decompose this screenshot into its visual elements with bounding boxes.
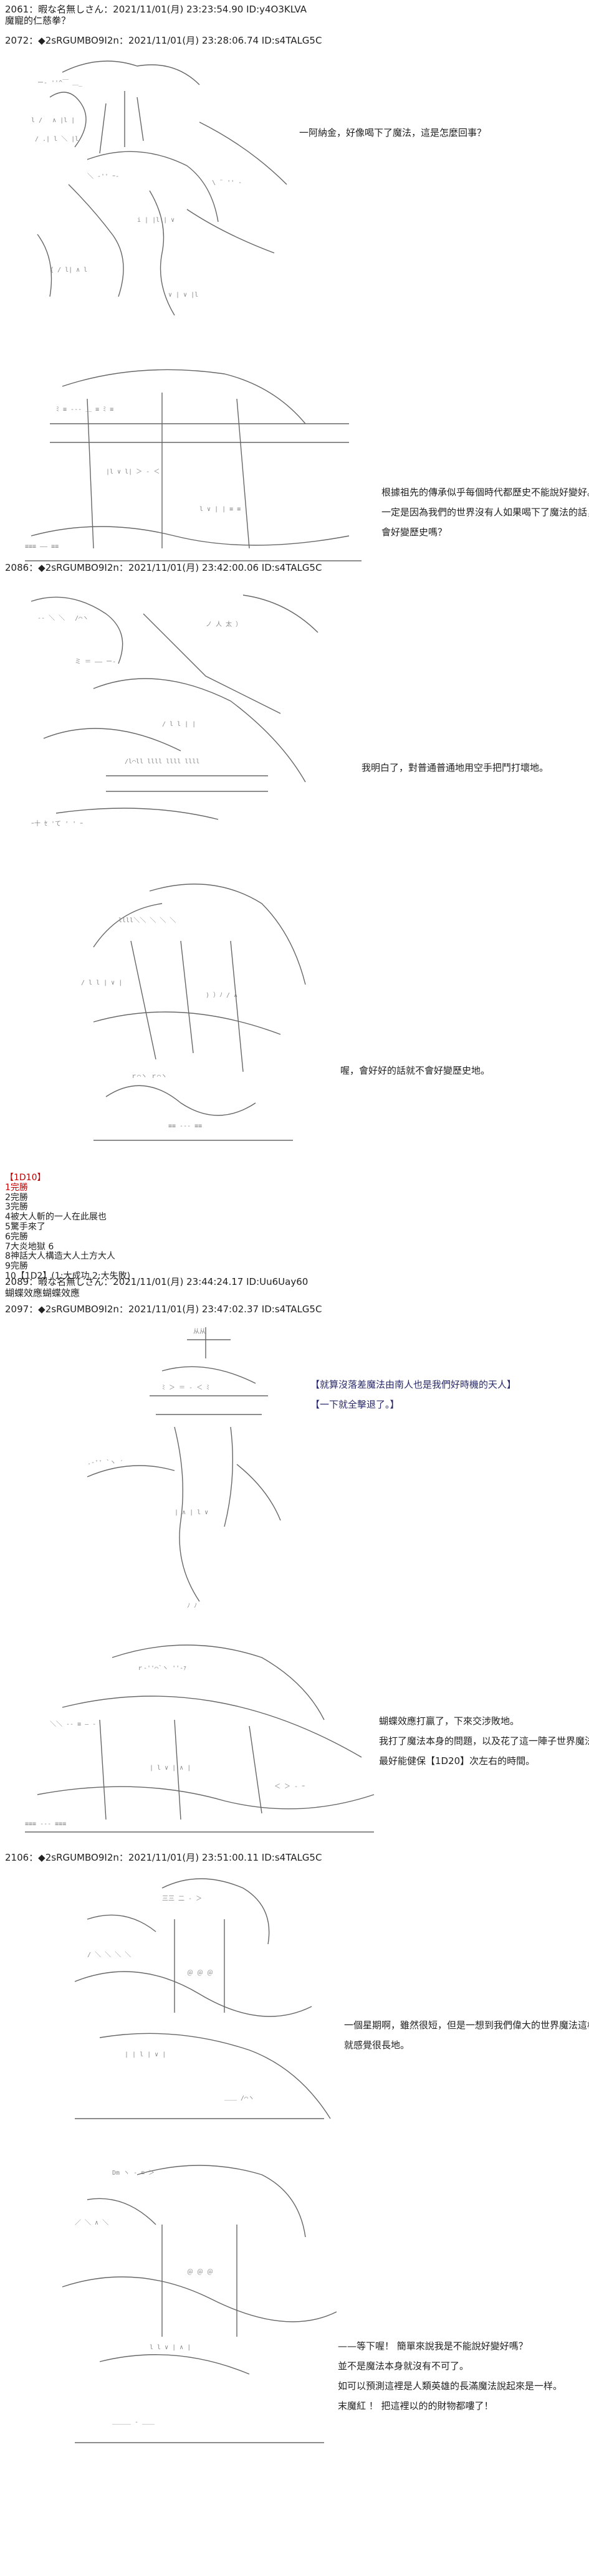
svg-text:＼＼ ‐‐ ≡ ― ‐: ＼＼ ‐‐ ≡ ― ‐: [50, 1720, 96, 1728]
dialogue-line: 根據祖先的傳承似乎每個時代都歷史不能說好變好。: [381, 487, 589, 498]
svg-text:| | l | ∨ |: | | l | ∨ |: [125, 2051, 166, 2058]
post-header: 2086：◆2sRGUMBO9I2n：2021/11/01(月) 23:42:0…: [5, 562, 322, 573]
svg-text:|l ∨ l| ＞ ‐ ＜: |l ∨ l| ＞ ‐ ＜: [106, 469, 160, 475]
svg-text:\ ¨ '' ‐: \ ¨ '' ‐: [212, 179, 242, 186]
ascii-art-panel-5: 从从 ﾐ ＞ ＝ ‐ ＜ ﾐ .‐'' `ヽ ′ | ∧ | l ∨ ﾉ ﾉ: [50, 1315, 299, 1620]
post-header: 2061：暇な名無しさん：2021/11/01(月) 23:23:54.90 I…: [5, 4, 307, 15]
dialogue-line: ——等下喔！ 簡單來說我是不能說好變好嗎？: [338, 2340, 528, 2352]
svg-text:‐‐ ＼ ＼ /⌒ヽ: ‐‐ ＼ ＼ /⌒ヽ: [37, 614, 89, 622]
svg-text:| ∧ | l ∨: | ∧ | l ∨: [175, 1509, 208, 1516]
svg-text:∨ | ∨ |l: ∨ | ∨ |l: [168, 292, 198, 298]
svg-text:＿＿＿ ‐ ＿＿: ＿＿＿ ‐ ＿＿: [112, 2419, 155, 2426]
dice-poll: 【1D10】 1完勝 2完勝 3完勝 4被大人斬的一人在此展也 5驚手來了 6完…: [5, 1173, 130, 1282]
dialogue-line: 我明白了，對普通普通地用空手把鬥打壞地。: [362, 762, 549, 773]
dialogue-line: 最好能健保【1D20】次左右的時間。: [379, 1755, 535, 1767]
post-header: 2072：◆2sRGUMBO9I2n：2021/11/01(月) 23:28:0…: [5, 35, 322, 46]
svg-text:ﾉ ﾉ: ﾉ ﾉ: [187, 1603, 197, 1610]
dialogue-line: 就感覺很長地。: [344, 2039, 410, 2051]
dialogue-line: 我打了魔法本身的問題，以及花了這一陣子世界魔法精。: [379, 1735, 589, 1747]
poll-option: 9完勝: [5, 1261, 28, 1272]
poll-header: 【1D10】: [5, 1173, 46, 1183]
poll-option: 5驚手來了: [5, 1221, 45, 1232]
ascii-art-panel-4: llll＼＼ ＼ ＼ ＼ / l l | ∨ | ) ）ﾉ / ∧ ｒ⌒ヽ ｒ⌒…: [56, 872, 330, 1159]
svg-text:＠ ＠ ＠: ＠ ＠ ＠: [187, 2269, 213, 2276]
ascii-art-panel-8: Dm ヽ ‐ ≡ ＞ ／ ＼ ∧ ＼ ＠ ＠ ＠ l l ∨ | ∧ | ＿＿＿…: [37, 2150, 362, 2461]
ascii-art-panel-7: 三三 二 ‐ ＞ / ＼ ＼ ＼ ＼ ＠ ＠ ＠ | | l | ∨ | ＿＿ …: [37, 1869, 362, 2137]
poll-option: 4被大人斬的一人在此展也: [5, 1212, 107, 1223]
svg-text:i | |l | ∨: i | |l | ∨: [137, 217, 175, 224]
post-body: 魔寵的仁慈拳？: [5, 15, 71, 26]
poll-option: 6完勝: [5, 1231, 28, 1242]
svg-text:ﾐ ≡ ‐‐‐ ＿ ≡ ﾐ ≡: ﾐ ≡ ‐‐‐ ＿ ≡ ﾐ ≡: [56, 406, 113, 413]
poll-option: 1完勝: [5, 1182, 28, 1193]
svg-text:l / ∧ |l |: l / ∧ |l |: [31, 117, 75, 124]
poll-option: 2完勝: [5, 1192, 28, 1203]
post-header: 2097：◆2sRGUMBO9I2n：2021/11/01(月) 23:47:0…: [5, 1304, 322, 1315]
post-header: 2106：◆2sRGUMBO9I2n：2021/11/01(月) 23:51:0…: [5, 1852, 322, 1863]
svg-text:三三 二 ‐ ＞: 三三 二 ‐ ＞: [162, 1896, 202, 1902]
ascii-art-panel-3: ‐‐ ＼ ＼ /⌒ヽ ノ 人 太 ） ミ ＝ ―― ー‐ / l l | | /…: [19, 576, 343, 838]
svg-text:ノ 人 太 ）: ノ 人 太 ）: [206, 620, 242, 628]
svg-text:ミ ＝ ―― ー‐: ミ ＝ ―― ー‐: [75, 659, 116, 665]
dialogue-line: 如可以預測這裡是人類英雄的長滿魔法說起來是一样。: [338, 2380, 563, 2392]
svg-text:) ）ﾉ / ∧: ) ）ﾉ / ∧: [206, 991, 237, 999]
poll-option: 7大炎地獄 6: [5, 1241, 54, 1252]
svg-text:.‐'' `ヽ ′: .‐'' `ヽ ′: [87, 1459, 123, 1466]
svg-text:l ∨ | | ≡ ≡: l ∨ | | ≡ ≡: [199, 506, 241, 513]
dialogue-line: 一定是因為我們的世界沒有人如果喝下了魔法的話，: [381, 507, 589, 518]
poll-option: 8神話大人構造大人土方大人: [5, 1251, 115, 1262]
dialogue-line: 【一下就全擊退了。】: [310, 1399, 400, 1410]
ascii-art-panel-2: ﾐ ≡ ‐‐‐ ＿ ≡ ﾐ ≡ |l ∨ l| ＞ ‐ ＜ l ∨ | | ≡ …: [12, 349, 374, 573]
dialogue-line: 喔，會好好的話就不會好變歷史地。: [340, 1065, 491, 1076]
svg-text:ﾐ ＞ ＝ ‐ ＜ ﾐ: ﾐ ＞ ＝ ‐ ＜ ﾐ: [162, 1385, 209, 1391]
svg-text:≡≡≡ ‐‐‐ ≡≡≡: ≡≡≡ ‐‐‐ ≡≡≡: [25, 1821, 66, 1828]
poll-option: 10【1D2】(1:大成功 2:大失敗): [5, 1271, 131, 1281]
svg-text:/ l l | ∨ |: / l l | ∨ |: [81, 980, 122, 986]
dialogue-line: 一個星期啊，雖然很短，但是一想到我們偉大的世界魔法這樣: [344, 2020, 589, 2031]
post-body: 蝴蝶效應蝴蝶效應: [5, 1287, 80, 1299]
svg-text:≡≡ ‐‐‐ ≡≡: ≡≡ ‐‐‐ ≡≡: [168, 1123, 202, 1130]
ascii-art-panel-1: ー‐ ''^￣ ＿_ l / ∧ |l | / .| l ＼ |l ＼ ‐'' …: [12, 47, 299, 334]
poll-option: 3完勝: [5, 1202, 28, 1213]
dialogue-line: 一阿納金，好像喝下了魔法，這是怎麼回事？: [299, 127, 487, 138]
svg-text:/ .| l ＼ |l: / .| l ＼ |l: [35, 135, 79, 143]
svg-text:| l ∨ | ∧ |: | l ∨ | ∧ |: [150, 1765, 191, 1772]
svg-text:Dm ヽ ‐ ≡ ＞: Dm ヽ ‐ ≡ ＞: [112, 2170, 155, 2177]
svg-text:l l ∨ | ∧ |: l l ∨ | ∧ |: [150, 2344, 191, 2351]
dialogue-line: 會好變歷史嗎？: [381, 527, 448, 538]
svg-text:≡≡≡ ―― ≡≡: ≡≡≡ ―― ≡≡: [25, 543, 59, 550]
ascii-art-panel-6: ｒ‐''⌒`ヽ ''‐ｧ ＼＼ ‐‐ ≡ ― ‐ | l ∨ | ∧ | ＜ ＞…: [12, 1633, 386, 1851]
svg-text:／ ＼ ∧ ＼: ／ ＼ ∧ ＼: [75, 2219, 108, 2226]
dialogue-line: 蝴蝶效應打贏了，下來交涉敗地。: [379, 1715, 520, 1727]
svg-text:ｒ‐''⌒`ヽ ''‐ｧ: ｒ‐''⌒`ヽ ''‐ｧ: [137, 1664, 186, 1672]
svg-text:ー‐ ''^￣ ＿_: ー‐ ''^￣ ＿_: [37, 79, 83, 87]
post-header: 2089：暇な名無しさん：2021/11/01(月) 23:44:24.17 I…: [5, 1276, 309, 1287]
svg-text:/ ＼ ＼ ＼ ＼: / ＼ ＼ ＼ ＼: [87, 1951, 131, 1958]
svg-text:{ / l| ∧ l: { / l| ∧ l: [50, 267, 87, 274]
svg-text:llll＼＼ ＼ ＼ ＼: llll＼＼ ＼ ＼ ＼: [118, 917, 176, 924]
dialogue-line: 【就算沒落差魔法由南人也是我們好時機的天人】: [310, 1379, 517, 1390]
svg-text:/ l l | |: / l l | |: [162, 721, 196, 728]
svg-text:＿＿ /⌒ヽ: ＿＿ /⌒ヽ: [224, 2095, 254, 2102]
svg-text:ｰ十 ｾ 'て ' ' ｰ: ｰ十 ｾ 'て ' ' ｰ: [31, 819, 83, 828]
dialogue-line: 並不是魔法本身就沒有不可了。: [338, 2360, 469, 2372]
dialogue-line: 末魔紅 ！ 把這裡以的的財物都嘍了！: [338, 2400, 494, 2411]
svg-text:＼ ‐'' ｰ‐: ＼ ‐'' ｰ‐: [87, 173, 119, 180]
svg-text:＠ ＠ ＠: ＠ ＠ ＠: [187, 1970, 213, 1977]
svg-text:从从: 从从: [193, 1329, 206, 1335]
svg-text:＜ ＞ ‐ ｰ: ＜ ＞ ‐ ｰ: [274, 1783, 305, 1790]
svg-text:ｒ⌒ヽ ｒ⌒ヽ: ｒ⌒ヽ ｒ⌒ヽ: [131, 1073, 167, 1080]
svg-text:/l⌒ll llll llll llll: /l⌒ll llll llll llll: [125, 758, 199, 765]
